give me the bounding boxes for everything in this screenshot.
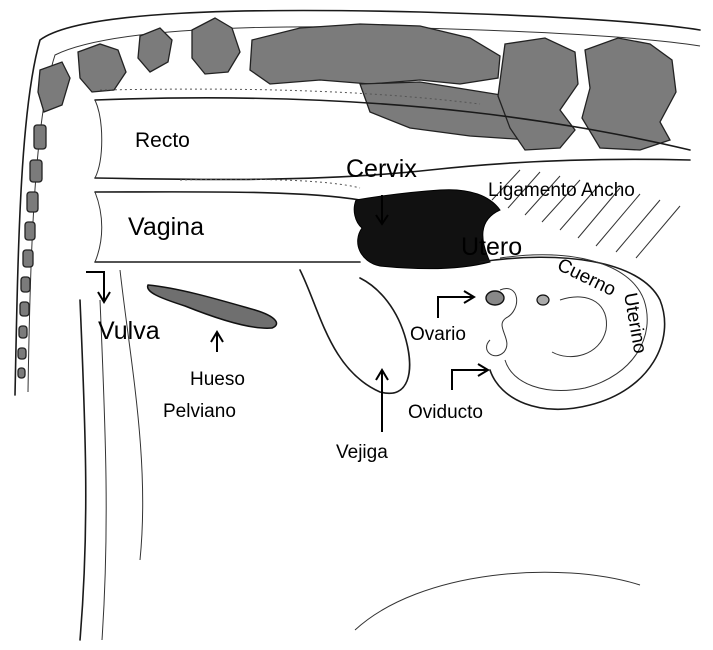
label-ligamento-ancho: Ligamento Ancho [488, 180, 635, 201]
label-oviducto: Oviducto [408, 402, 483, 423]
label-vagina: Vagina [128, 213, 204, 241]
label-cuerno: Cuerno [554, 255, 619, 301]
label-utero: Utero [461, 233, 522, 261]
spinal-vertebrae [38, 18, 676, 150]
pelvic-bone [148, 285, 277, 328]
ovary-shape [486, 291, 504, 305]
label-uterino: Uterino [619, 291, 650, 355]
bladder [300, 270, 410, 393]
label-recto: Recto [135, 129, 190, 152]
label-vulva: Vulva [98, 317, 160, 345]
label-hueso: Hueso [190, 369, 245, 390]
label-vejiga: Vejiga [336, 442, 388, 463]
label-cervix: Cervix [346, 155, 417, 183]
belly-curve [355, 572, 640, 630]
label-pelviano: Pelviano [163, 401, 236, 422]
label-ovario: Ovario [410, 324, 466, 345]
ovary-shape-2 [537, 295, 549, 305]
